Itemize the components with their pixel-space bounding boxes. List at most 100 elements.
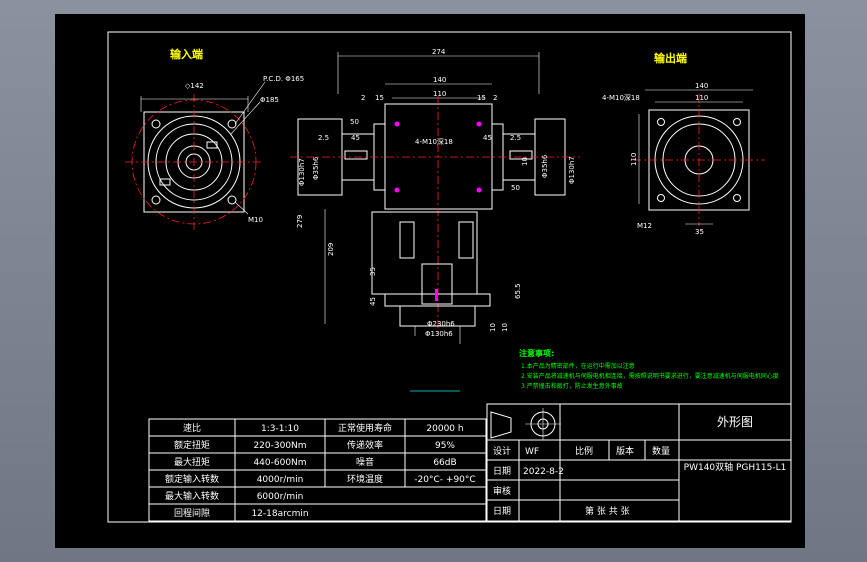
- dim-side-279: 279: [296, 215, 304, 228]
- dim-mid-45a: 45: [351, 134, 360, 142]
- title-block-border: [486, 403, 792, 522]
- tapped-hole: [476, 187, 482, 193]
- spec-value: 95%: [435, 441, 455, 451]
- input-bolt-hole: [227, 195, 237, 205]
- shaft-keyway: [509, 150, 533, 160]
- shaft-keyway: [344, 150, 368, 160]
- spec-label: 速比: [183, 422, 201, 434]
- dim-output-m12: M12: [637, 222, 652, 230]
- date2-label: 日期: [493, 506, 511, 517]
- dim-output-110v: 110: [630, 153, 638, 166]
- dim-top-110: 110: [433, 90, 446, 98]
- dim-output-140: 140: [695, 82, 708, 90]
- input-key-slot: [159, 178, 171, 186]
- dim-mid-45b: 45: [483, 134, 492, 142]
- dim-mid-35a: Φ35h6: [312, 156, 320, 180]
- input-view-title: 输入端: [170, 47, 203, 61]
- input-bolt-hole: [227, 119, 237, 129]
- note-item-2: 2.安装产品将减速机与伺服电机相连接，需按照说明书要求进行，要注意减速机与伺服电…: [521, 372, 779, 380]
- dim-side-209: 209: [327, 243, 335, 256]
- leader-line: [234, 81, 266, 125]
- spec-label: 额定输入转数: [165, 473, 219, 485]
- check-label: 审核: [493, 485, 511, 497]
- bottom-spigot: [399, 305, 476, 327]
- spec-label: 最大扭矩: [174, 456, 210, 468]
- front-section-view: 274 140 110 2 15 2 15 50 2.5 45 4-M10深18…: [290, 48, 580, 392]
- dim-top-2b: 2: [493, 94, 497, 102]
- drawing-border: [107, 31, 792, 523]
- dim-side-10a: 10: [489, 323, 497, 332]
- title-block: 外形图 设计 WF 比例 版本 数量 PW140双轴 PGH115-L1 日期 …: [486, 403, 792, 522]
- dim-top-15a: 15: [375, 94, 384, 102]
- spec-label: 正常使用寿命: [338, 422, 392, 434]
- spec-value: 4000r/min: [257, 475, 304, 485]
- spec-label: 最大输入转数: [165, 490, 219, 502]
- dim-output-35: 35: [695, 228, 704, 236]
- projection-symbol-cone: [490, 411, 512, 439]
- dim-side-655: 65.5: [514, 283, 522, 299]
- dim-mid-25a: 2.5: [318, 134, 329, 142]
- dim-top-274: 274: [432, 48, 446, 56]
- dim-mid-130b: Φ130h7: [568, 156, 576, 184]
- leader-line: [230, 101, 261, 135]
- dim-input-185: Φ185: [260, 96, 279, 104]
- spec-value: 12-18arcmin: [251, 509, 308, 519]
- dim-mid-35b: Φ35h6: [541, 154, 549, 178]
- spec-value: 440-600Nm: [253, 458, 306, 468]
- drawing-canvas: 输入端 ◇142 P.C.D. Φ165 Φ185 M10 274 14: [107, 31, 792, 523]
- dim-input-m10: M10: [248, 216, 263, 224]
- output-end-view: 输出端 140 110 4-M10深18 110 M12 35: [602, 51, 765, 236]
- oil-plug: [435, 289, 438, 301]
- spec-label: 噪音: [356, 456, 374, 468]
- dim-mid-50a: 50: [350, 118, 359, 126]
- drawing-sheet: 输入端 ◇142 P.C.D. Φ165 Φ185 M10 274 14: [55, 14, 805, 548]
- spec-value: 220-300Nm: [253, 441, 306, 451]
- tapped-hole: [394, 187, 400, 193]
- center-shaft: [421, 263, 453, 305]
- dim-top-140: 140: [433, 76, 446, 84]
- model-number: PW140双轴 PGH115-L1: [684, 461, 787, 473]
- output-bolt-hole: [733, 194, 741, 202]
- input-bolt-hole: [151, 119, 161, 129]
- lower-gear-right: [458, 221, 474, 259]
- note-item-3: 3.严禁撞击和敲打，防止发生意外事故: [521, 382, 623, 390]
- input-key-slot: [206, 141, 218, 149]
- date-value: 2022-8-2: [523, 467, 564, 477]
- dim-mid-130a: Φ130h7: [298, 158, 306, 186]
- output-view-title: 输出端: [654, 51, 687, 65]
- quantity-label: 数量: [652, 445, 670, 457]
- lower-housing: [371, 211, 478, 295]
- dim-mid-m10: 4-M10深18: [415, 137, 453, 146]
- dim-input-pcd: P.C.D. Φ165: [263, 75, 304, 83]
- tapped-hole: [476, 121, 482, 127]
- notes-heading: 注意事项:: [519, 348, 554, 358]
- dim-mid-10: 10: [521, 157, 529, 166]
- spec-value: 6000r/min: [257, 492, 304, 502]
- output-bolt-hole: [657, 194, 665, 202]
- dim-mid-50b: 50: [511, 184, 520, 192]
- spec-value: 66dB: [433, 458, 456, 468]
- spec-label: 回程间隙: [174, 507, 210, 519]
- output-bolt-hole: [733, 118, 741, 126]
- gearbox-main-body: [384, 103, 493, 210]
- dim-side-35: 35: [369, 267, 377, 276]
- spec-table: 速比 1:3-1:10 正常使用寿命 20000 h 额定扭矩 220-300N…: [148, 418, 487, 522]
- tapped-hole: [394, 121, 400, 127]
- note-item-1: 1.本产品为精密部件，在运行中需加以注意: [521, 362, 635, 370]
- technical-notes: 注意事项: 1.本产品为精密部件，在运行中需加以注意 2.安装产品将减速机与伺服…: [519, 348, 779, 390]
- drawing-title: 外形图: [717, 415, 753, 429]
- spec-label: 环境温度: [347, 473, 383, 485]
- spec-value: 20000 h: [426, 424, 463, 434]
- dim-side-10b: 10: [501, 323, 509, 332]
- design-label: 设计: [493, 445, 511, 457]
- version-label: 版本: [616, 445, 634, 457]
- dim-side-45: 45: [369, 297, 377, 306]
- spec-label: 额定扭矩: [174, 439, 210, 451]
- output-bolt-hole: [657, 118, 665, 126]
- spec-label: 传递效率: [347, 439, 383, 451]
- dim-output-m10: 4-M10深18: [602, 93, 640, 102]
- sheet-count: 第 张 共 张: [585, 505, 630, 517]
- scale-label: 比例: [575, 445, 593, 457]
- dim-mid-25b: 2.5: [510, 134, 521, 142]
- spec-value: -20°C- +90°C: [414, 475, 475, 485]
